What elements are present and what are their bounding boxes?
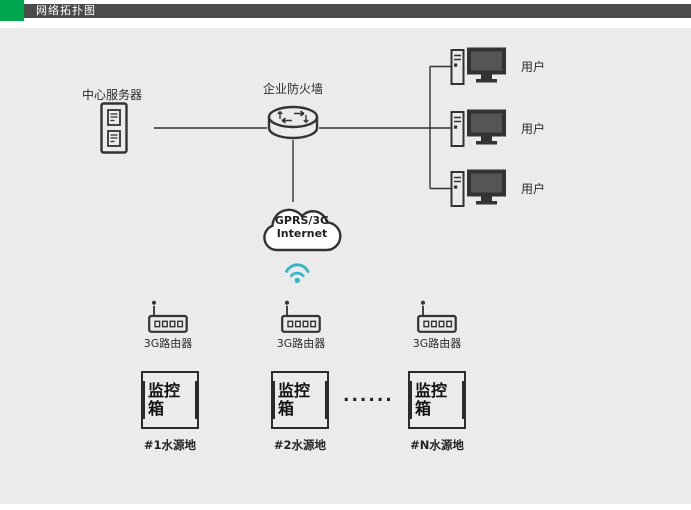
user-label: 用户 bbox=[520, 182, 545, 196]
server-icon bbox=[100, 102, 128, 154]
user-computer-icon bbox=[450, 169, 506, 207]
header-accent-block bbox=[0, 0, 24, 21]
header-bar bbox=[24, 4, 691, 18]
site-label: #N水源地 bbox=[410, 438, 464, 452]
user-computer-icon bbox=[450, 47, 506, 85]
wifi-signal-icon bbox=[285, 263, 310, 284]
site-label: #1水源地 bbox=[143, 438, 197, 452]
firewall-icon bbox=[267, 105, 319, 140]
server-label: 中心服务器 bbox=[81, 88, 142, 102]
cloud-label-line1: GPRS/3G bbox=[274, 214, 330, 227]
router-icon bbox=[148, 300, 188, 333]
firewall-label: 企业防火墙 bbox=[262, 82, 323, 96]
monitor-box: 监控箱 bbox=[141, 371, 199, 429]
router-label: 3G路由器 bbox=[412, 337, 462, 350]
user-computer-icon bbox=[450, 109, 506, 147]
router-label: 3G路由器 bbox=[276, 337, 326, 350]
cloud-label-line2: Internet bbox=[276, 227, 328, 240]
router-label: 3G路由器 bbox=[143, 337, 193, 350]
page-title: 网络拓扑图 bbox=[36, 4, 96, 17]
monitor-box: 监控箱 bbox=[271, 371, 329, 429]
site-label: #2水源地 bbox=[273, 438, 327, 452]
ellipsis-separator: ...... bbox=[343, 386, 394, 406]
user-label: 用户 bbox=[520, 122, 545, 136]
internet-cloud-icon bbox=[263, 208, 342, 252]
monitor-box-label: 监控箱 bbox=[273, 380, 327, 420]
router-icon bbox=[281, 300, 321, 333]
router-icon bbox=[417, 300, 457, 333]
monitor-box-label: 监控箱 bbox=[143, 380, 197, 420]
monitor-box-label: 监控箱 bbox=[410, 380, 464, 420]
monitor-box: 监控箱 bbox=[408, 371, 466, 429]
cloud-label: GPRS/3G Internet bbox=[256, 214, 348, 240]
user-label: 用户 bbox=[520, 60, 545, 74]
